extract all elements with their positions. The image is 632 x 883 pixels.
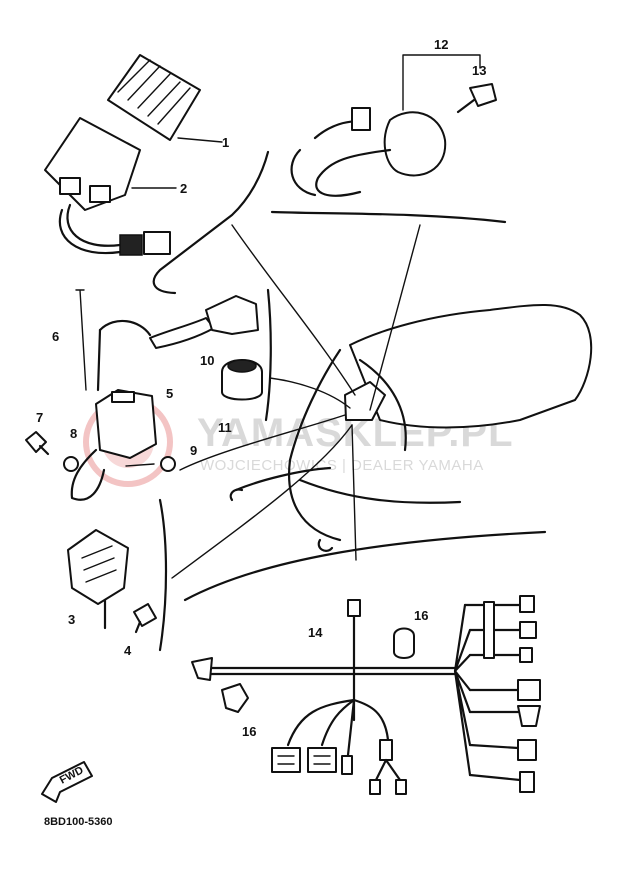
main-switch-part-12 [383, 111, 447, 177]
callout-13: 13 [472, 63, 486, 78]
clamp-part-16 [221, 683, 249, 713]
ignition-coil-part-5 [95, 389, 157, 459]
connector [519, 647, 533, 663]
callout-11: 11 [218, 420, 232, 435]
grip-part-1 [107, 54, 201, 141]
connector [519, 621, 537, 639]
callout-12: 12 [434, 37, 448, 52]
wire-harness-part-14 [191, 595, 541, 795]
callout-6: 6 [52, 329, 59, 344]
regulator-group [67, 529, 157, 634]
connector [517, 739, 537, 761]
grommet-part-16 [393, 627, 415, 659]
washer-part-8 [63, 456, 79, 472]
callout-16-clamp: 16 [242, 724, 256, 739]
main-switch-assembly [290, 54, 497, 197]
callout-10: 10 [200, 353, 214, 368]
forward-direction-marker: FWD [41, 761, 93, 803]
vehicle-frame [229, 304, 593, 552]
callout-2: 2 [180, 181, 187, 196]
connector [519, 595, 535, 613]
handlebar-switch-assembly [44, 54, 223, 256]
callout-8: 8 [70, 426, 77, 441]
callout-4: 4 [124, 643, 132, 658]
leader-lines [171, 224, 421, 579]
callout-labels: 1 2 3 4 5 6 7 8 9 10 11 12 13 14 16 16 [36, 37, 486, 739]
catalog-code: 8BD100-5360 [44, 816, 113, 828]
callout-14: 14 [308, 625, 323, 640]
callout-1: 1 [222, 135, 229, 150]
seat-outline [349, 304, 593, 429]
callout-3: 3 [68, 612, 75, 627]
connector [517, 679, 541, 701]
connector [519, 771, 535, 793]
watermark-dealer: WOJCIECHOWICS | DEALER YAMAHA [200, 457, 484, 474]
regulator-part-3 [67, 529, 129, 605]
bolt-part-4 [133, 603, 157, 627]
group-boundaries [152, 150, 547, 652]
nut-part-9 [160, 456, 176, 472]
ignition-coil-group [25, 289, 263, 501]
callout-5: 5 [166, 386, 173, 401]
callout-16-grommet: 16 [414, 608, 428, 623]
key-part-13 [469, 83, 497, 107]
callout-9: 9 [190, 443, 197, 458]
connector [517, 705, 541, 727]
plug-cap-part-10 [205, 295, 259, 335]
fwd-arrow-icon [41, 761, 93, 803]
strap-part-6 [75, 289, 87, 391]
callout-7: 7 [36, 410, 43, 425]
